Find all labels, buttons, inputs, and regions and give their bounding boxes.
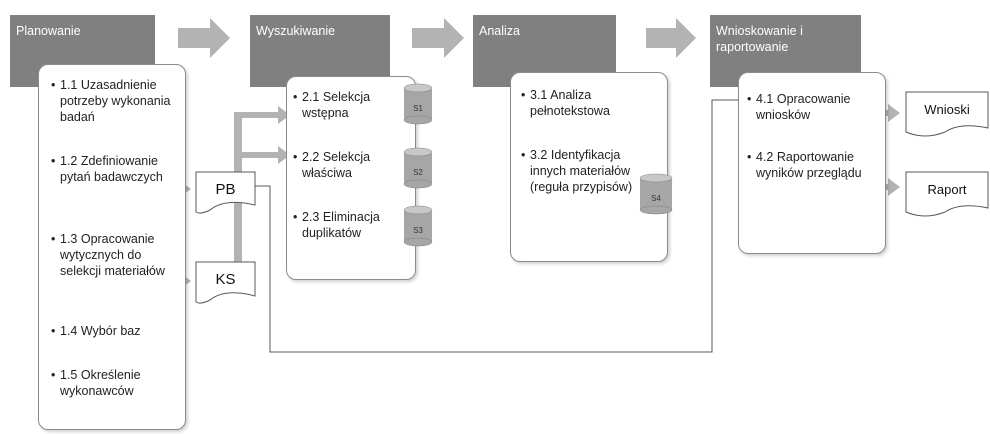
- phase-arrow-2: [412, 18, 464, 58]
- phase-title: Analiza: [479, 24, 520, 38]
- phase-title: Planowanie: [16, 24, 81, 38]
- database-s2-icon: [403, 147, 433, 189]
- planning-item-1-5: 1.5 Określenie wykonawców: [51, 367, 185, 399]
- ks-connector-line: [255, 99, 742, 353]
- database-s1-icon: [403, 83, 433, 125]
- phase-wyszukiwanie: Wyszukiwanie: [250, 15, 390, 87]
- ks-document-label: KS: [215, 271, 236, 288]
- planning-item-1-2: 1.2 Zdefiniowanie pytań badawczych: [51, 153, 185, 185]
- arrow-to-2-1: [234, 106, 290, 124]
- reporting-item-4-1: 4.1 Opracowanie wniosków: [747, 91, 884, 123]
- database-s3-icon: [403, 205, 433, 247]
- phase-arrow-1: [178, 18, 230, 58]
- search-box: 2.1 Selekcja wstępna 2.2 Selekcja właści…: [286, 76, 416, 280]
- wnioski-document-shape: [905, 91, 989, 137]
- database-s2-label: S2: [413, 168, 423, 177]
- raport-document-shape: [905, 171, 989, 217]
- reporting-item-4-2: 4.2 Raportowanie wyników przeglądu: [747, 149, 884, 181]
- pb-document-label: PB: [215, 181, 236, 198]
- search-item-2-3: 2.3 Eliminacja duplikatów: [293, 209, 384, 241]
- arrow-to-2-2: [242, 146, 290, 164]
- ks-document-shape: [195, 261, 256, 304]
- reporting-box: 4.1 Opracowanie wniosków 4.2 Raportowani…: [738, 72, 886, 254]
- search-item-2-2: 2.2 Selekcja właściwa: [293, 149, 384, 181]
- phase-title: Wnioskowanie i raportowanie: [716, 24, 803, 54]
- database-s3-label: S3: [413, 226, 423, 235]
- planning-item-1-1: 1.1 Uzasadnienie potrzeby wykonania bada…: [51, 77, 185, 125]
- phase-title: Wyszukiwanie: [256, 24, 336, 38]
- output-raport-label: Raport: [927, 182, 967, 197]
- database-s4-label: S4: [651, 194, 661, 203]
- phase-arrow-3: [646, 18, 696, 58]
- database-s1-label: S1: [413, 104, 423, 113]
- planning-box: 1.1 Uzasadnienie potrzeby wykonania bada…: [38, 64, 186, 430]
- pb-document-shape: [195, 171, 256, 214]
- search-item-2-1: 2.1 Selekcja wstępna: [293, 89, 384, 121]
- planning-item-1-3: 1.3 Opracowanie wytycznych do selekcji m…: [51, 231, 185, 279]
- database-s4-icon: [639, 173, 673, 215]
- analysis-item-3-1: 3.1 Analiza pełnotekstowa: [521, 87, 650, 119]
- analysis-box: 3.1 Analiza pełnotekstowa 3.2 Identyfika…: [510, 72, 668, 262]
- output-wnioski-label: Wnioski: [924, 102, 970, 117]
- analysis-item-3-2: 3.2 Identyfikacja innych materiałów (reg…: [521, 147, 642, 195]
- planning-item-1-4: 1.4 Wybór baz: [51, 323, 185, 339]
